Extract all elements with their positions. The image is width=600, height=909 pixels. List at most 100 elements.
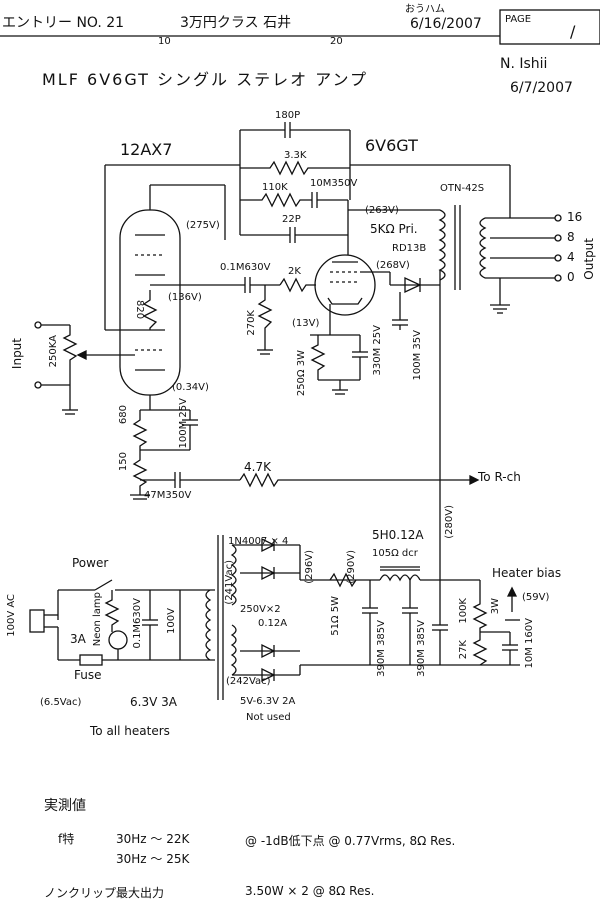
tap-label-4: 4 (567, 250, 575, 264)
label-10m160: 10M 160V (524, 618, 535, 669)
page-box (499, 9, 600, 45)
label-sec-a: 0.12A (258, 618, 288, 629)
r-4k7 (239, 472, 440, 488)
label-22p: 22P (282, 214, 301, 225)
tap-label-8: 8 (567, 230, 575, 244)
label-820: 820 (134, 300, 145, 320)
label-5v: 5V-6.3V 2A (240, 696, 296, 707)
pt-primary (205, 589, 212, 661)
label-100m25: 100M 25V (178, 398, 189, 449)
tap-label-16: 16 (567, 210, 583, 224)
label-to-heaters: To all heaters (90, 724, 170, 738)
label-296v: (296V) (304, 550, 315, 584)
label-heater: 6.3V 3A (130, 695, 177, 709)
tap-8 (554, 234, 562, 242)
label-fuse-rating: 3A (70, 632, 86, 646)
label-3k3: 3.3K (284, 150, 307, 161)
label-rd13b: RD13B (392, 243, 427, 254)
label-150: 150 (118, 452, 129, 472)
r-3k3 (240, 160, 350, 176)
pot-250ka (62, 325, 78, 385)
label-47m350: 47M350V (144, 490, 192, 501)
label-heater-bias: Heater bias (492, 566, 562, 580)
r-27k (472, 632, 488, 666)
label-4k7: 4.7K (244, 460, 271, 474)
entry-number: エントリー NO. 21 (2, 15, 125, 31)
tube-label-6v6gt: 6V6GT (365, 136, 418, 155)
label-3w: 3W (490, 598, 501, 615)
diode-1 (261, 537, 276, 553)
label-not-used: Not used (246, 712, 291, 723)
label-27k: 27K (458, 640, 469, 660)
page-label: PAGE (505, 14, 532, 25)
ot-secondary (479, 217, 487, 279)
input-jack-hot (34, 321, 42, 329)
label-330m: 330M 25V (372, 325, 383, 376)
label-choke-dcr: 105Ω dcr (372, 548, 418, 559)
tap-4 (554, 254, 562, 262)
label-034v: (0.34V) (172, 382, 209, 393)
label-180p: 180P (275, 110, 301, 121)
label-fuse: Fuse (74, 668, 102, 682)
r-neon (104, 590, 120, 632)
r-2k (279, 277, 316, 293)
ruler-10: 10 (158, 36, 171, 47)
label-65vac: (6.5Vac) (40, 697, 82, 708)
label-270k: 270K (246, 310, 257, 336)
tube-label-12ax7: 12AX7 (120, 140, 173, 159)
label-input: Input (10, 338, 24, 370)
tube-6v6gt (314, 254, 376, 316)
label-2k: 2K (288, 266, 301, 277)
r-820 (142, 290, 158, 330)
pt-secondary-b (230, 624, 237, 676)
furigana: おうハム (405, 4, 445, 15)
pt-secondary (230, 544, 237, 606)
label-sec: 250V×2 (240, 604, 281, 615)
label-268v: (268V) (376, 260, 410, 271)
page-title: MLF 6V6GT シングル ステレオ アンプ (42, 70, 369, 89)
label-390b: 390M 385V (416, 620, 427, 677)
label-100k: 100K (458, 598, 469, 624)
neon-lamp (108, 630, 128, 650)
label-100m35: 100M 35V (412, 330, 423, 381)
label-01m630: 0.1M630V (220, 262, 271, 273)
label-250ka: 250KA (48, 335, 59, 368)
r-250 (310, 335, 326, 380)
label-110k: 110K (262, 182, 288, 193)
label-to-rch: To R-ch (478, 470, 521, 484)
label-59v: (59V) (522, 592, 550, 603)
label-275v: (275V) (186, 220, 220, 231)
fuse (79, 654, 103, 666)
label-390a: 390M 385V (376, 620, 387, 677)
label-otn42s: OTN-42S (440, 183, 485, 194)
label-100v: 100V (166, 608, 177, 634)
input-jack-gnd (34, 381, 42, 389)
label-263v: (263V) (365, 205, 399, 216)
r-680 (132, 410, 148, 450)
page-value: / (570, 22, 576, 41)
label-242vac: (242Vac) (226, 676, 271, 687)
author: N. Ishii (500, 56, 548, 72)
label-51ohm: 51Ω 5W (330, 596, 341, 636)
power-value: 3.50W × 2 @ 8Ω Res. (245, 884, 375, 898)
r-51 (329, 572, 357, 588)
tap-16 (554, 214, 562, 222)
label-choke: 5H0.12A (372, 528, 424, 542)
label-241vac: (241Vac) (224, 560, 235, 605)
author-date: 6/7/2007 (510, 80, 573, 96)
r-150 (132, 450, 148, 495)
label-power: Power (72, 556, 109, 570)
r-110k (240, 192, 312, 208)
diode-4 (261, 667, 276, 683)
freq-label: f特 (58, 832, 75, 846)
label-ac-in: 100V AC (6, 594, 17, 637)
ot-primary (438, 209, 446, 281)
label-primary: 5KΩ Pri. (370, 222, 418, 236)
measurements-heading: 実測値 (44, 798, 86, 814)
label-diodes: 1N4007 × 4 (228, 536, 289, 547)
label-output: Output (582, 238, 596, 280)
freq-range-2: 30Hz ～ 25K (116, 852, 190, 866)
tap-0 (554, 274, 562, 282)
header-date: 6/16/2007 (410, 16, 482, 32)
